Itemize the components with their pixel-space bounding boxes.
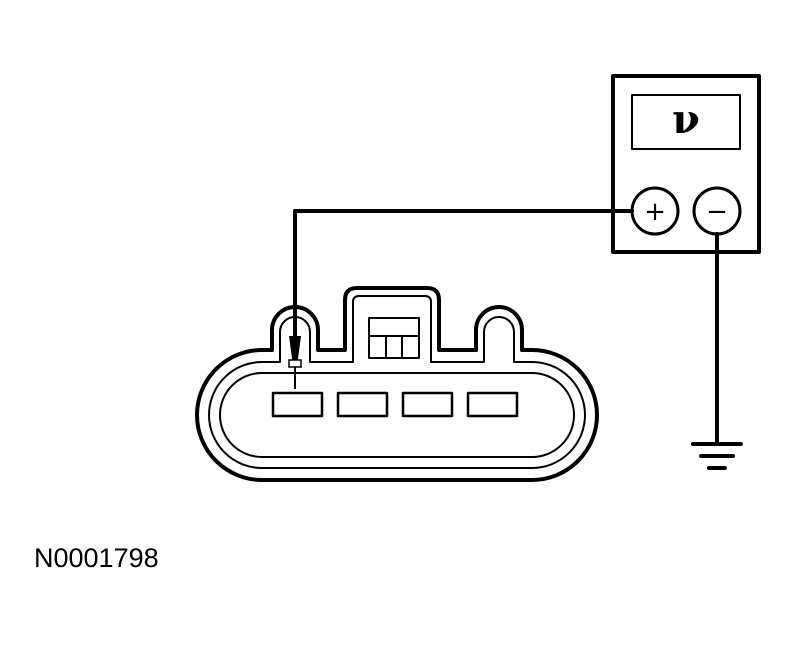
figure-id: N0001798: [34, 543, 159, 573]
pin-cavity-3: [401, 391, 454, 418]
probe-icon: [288, 336, 302, 389]
negative-terminal-label: −: [706, 197, 728, 227]
positive-terminal-label: +: [644, 197, 666, 227]
voltmeter-display-symbol: ν: [672, 96, 700, 143]
pin-cavity-2: [336, 391, 389, 418]
connector-face: [219, 372, 575, 458]
locking-latch: [368, 317, 420, 359]
pin-cavity-1: [271, 391, 324, 418]
connector-outer-outline: [195, 286, 599, 482]
voltmeter-body: [611, 74, 761, 254]
voltmeter-display: [631, 94, 741, 150]
pin-cavity-4: [466, 391, 519, 418]
ground-icon: [691, 442, 743, 470]
connector-housing: [195, 286, 599, 482]
voltmeter-icon: ν + −: [611, 74, 761, 254]
positive-test-lead: [293, 209, 634, 337]
connector-inner-outline: [208, 295, 586, 469]
